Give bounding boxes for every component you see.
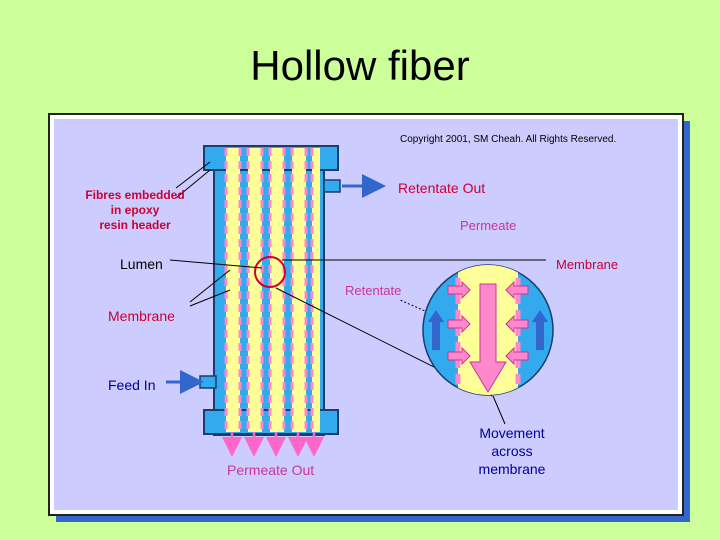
label-permeate-out: Permeate Out <box>227 462 314 478</box>
permeate-out-arrows <box>222 432 324 457</box>
fibre <box>310 148 320 432</box>
zoom-highlight-circle <box>254 256 286 288</box>
label-fibres-embedded-3: resin header <box>99 218 171 232</box>
fibre <box>268 148 286 432</box>
fibre <box>224 148 242 432</box>
copyright-text: Copyright 2001, SM Cheah. All Rights Res… <box>400 134 616 145</box>
slide-title: Hollow fiber <box>250 42 470 89</box>
label-fibres-embedded-1: Fibres embedded <box>85 188 184 202</box>
label-movement-1: Movement <box>479 425 544 441</box>
label-fibres-embedded-2: in epoxy <box>111 203 160 217</box>
permeation-arrows <box>447 280 529 366</box>
fibre <box>290 148 308 432</box>
label-retentate-out: Retentate Out <box>398 180 485 196</box>
fibre-bundle <box>224 148 320 432</box>
label-membrane-left: Membrane <box>108 308 175 324</box>
label-feed-in: Feed In <box>108 377 155 393</box>
retentate-outlet <box>323 179 341 193</box>
retentate-flow-arrow <box>469 283 507 393</box>
label-permeate: Permeate <box>460 218 516 233</box>
label-membrane-right: Membrane <box>556 257 618 272</box>
hollow-fiber-module <box>199 145 341 457</box>
fibre <box>246 148 264 432</box>
label-movement-2: across <box>491 443 532 459</box>
permeate-up-arrows <box>428 310 548 350</box>
detail-circle <box>422 264 554 396</box>
feed-inlet <box>199 375 217 389</box>
label-retentate: Retentate <box>345 283 401 298</box>
label-lumen: Lumen <box>120 256 163 272</box>
label-movement-3: membrane <box>479 461 546 477</box>
